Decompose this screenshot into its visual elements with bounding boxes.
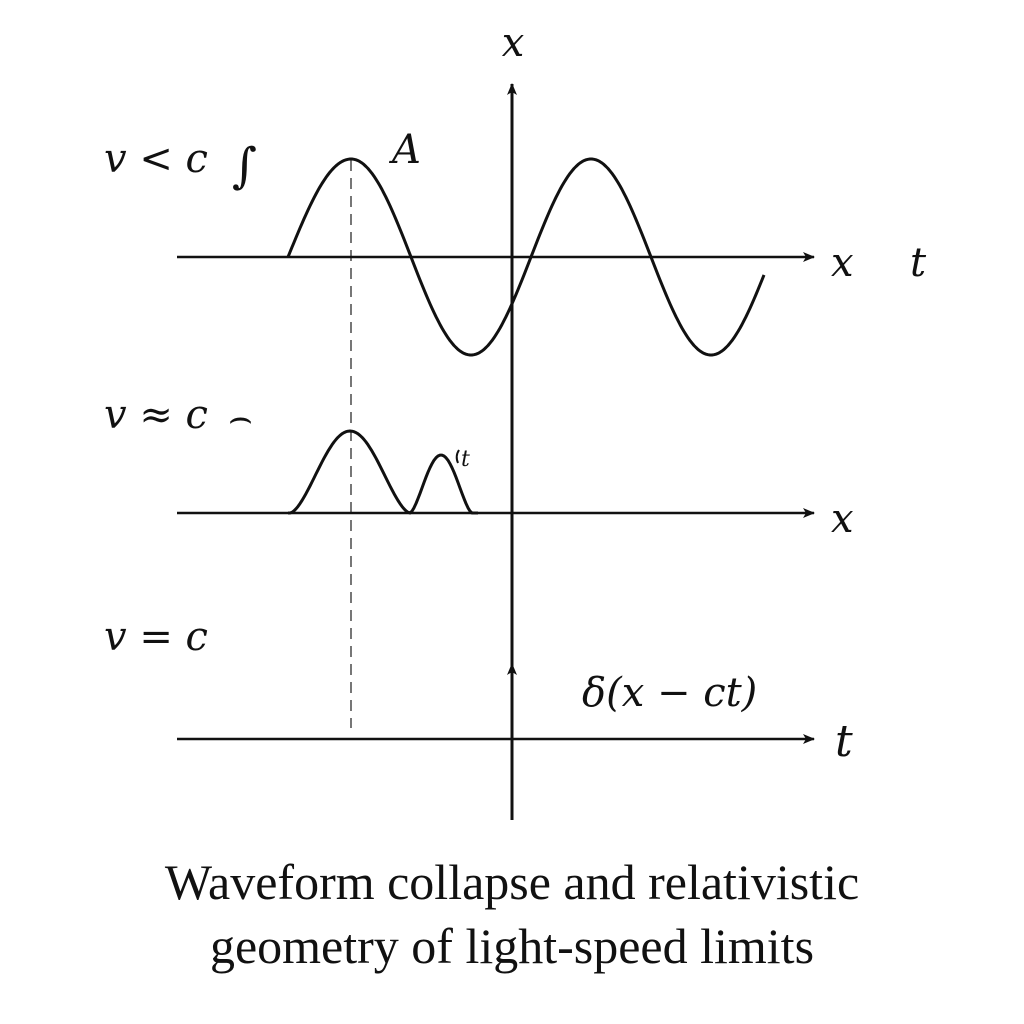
panel1-axis-label: x <box>831 240 854 286</box>
panel1-condition-label: v < c <box>104 136 208 182</box>
panel2-axis-label: x <box>831 496 854 542</box>
caption-line-1: Waveform collapse and relativistic <box>164 854 860 910</box>
panel2-pulse-wave <box>288 429 478 515</box>
caption-line-2: geometry of light-speed limits <box>209 918 815 974</box>
panel2-pulse-label: t <box>461 447 470 472</box>
panel2-pulse-hook <box>455 449 460 464</box>
panel1-extra-axis-label: t <box>910 240 927 286</box>
panel1-sine-wave <box>286 157 766 357</box>
panel1-peak-label: A <box>388 127 421 173</box>
panel3-axis-label: t <box>835 716 853 767</box>
panel3-condition-label: v = c <box>104 614 208 660</box>
panel3-impulse-label: δ(x − ct) <box>582 670 757 716</box>
panel2-condition-label: v ≈ c <box>104 392 208 438</box>
panel1-integral-glyph: ∫ <box>232 138 257 194</box>
panel2-arc-glyph: ⌢ <box>228 395 253 439</box>
figure-caption: Waveform collapse and relativistic geome… <box>0 850 1024 978</box>
vertical-axis-label: x <box>502 20 525 66</box>
